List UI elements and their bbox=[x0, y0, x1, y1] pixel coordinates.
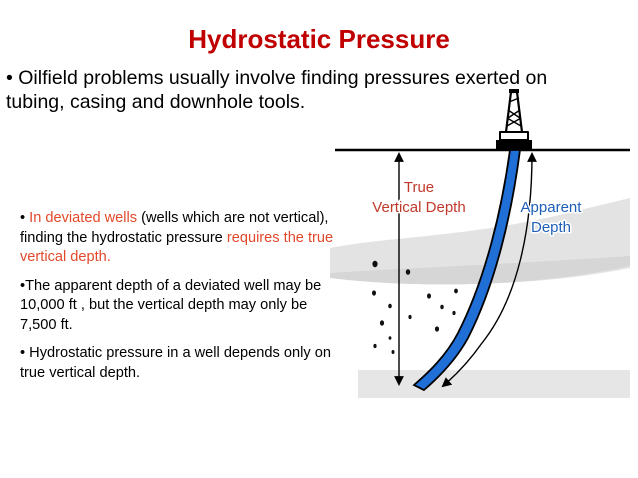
bullet-list: • In deviated wells (wells which are not… bbox=[20, 209, 340, 392]
bullet-apparent-depth: •The apparent depth of a deviated well m… bbox=[20, 277, 322, 333]
label-vertical-depth: Vertical Depth bbox=[372, 199, 465, 216]
label-apparent: Apparent bbox=[521, 199, 583, 216]
bullet-text: (wells which are not vertical), finding … bbox=[20, 210, 329, 246]
highlight-true-vertical-depth: requires the true vertical depth. bbox=[20, 229, 334, 266]
label-true: True bbox=[404, 179, 434, 196]
intro-text: • Oilfield problems usually involve find… bbox=[6, 67, 548, 113]
label-depth: Depth bbox=[531, 219, 571, 236]
apparent-depth-arrow bbox=[441, 152, 537, 388]
well-diagram: True Vertical Depth Apparent Depth bbox=[330, 88, 630, 400]
bullet-symbol: • bbox=[20, 210, 26, 226]
slide-title: Hydrostatic Pressure bbox=[188, 24, 450, 54]
highlight-deviated-wells: In deviated wells bbox=[29, 210, 138, 226]
rock-particles bbox=[372, 260, 458, 354]
bullet-hydrostatic-pressure: • Hydrostatic pressure in a well depends… bbox=[20, 345, 331, 381]
well-diagram-svg: True Vertical Depth Apparent Depth bbox=[330, 89, 630, 398]
derrick-icon bbox=[496, 89, 532, 150]
bullet-deviated-wells: • In deviated wells (wells which are not… bbox=[20, 209, 340, 268]
